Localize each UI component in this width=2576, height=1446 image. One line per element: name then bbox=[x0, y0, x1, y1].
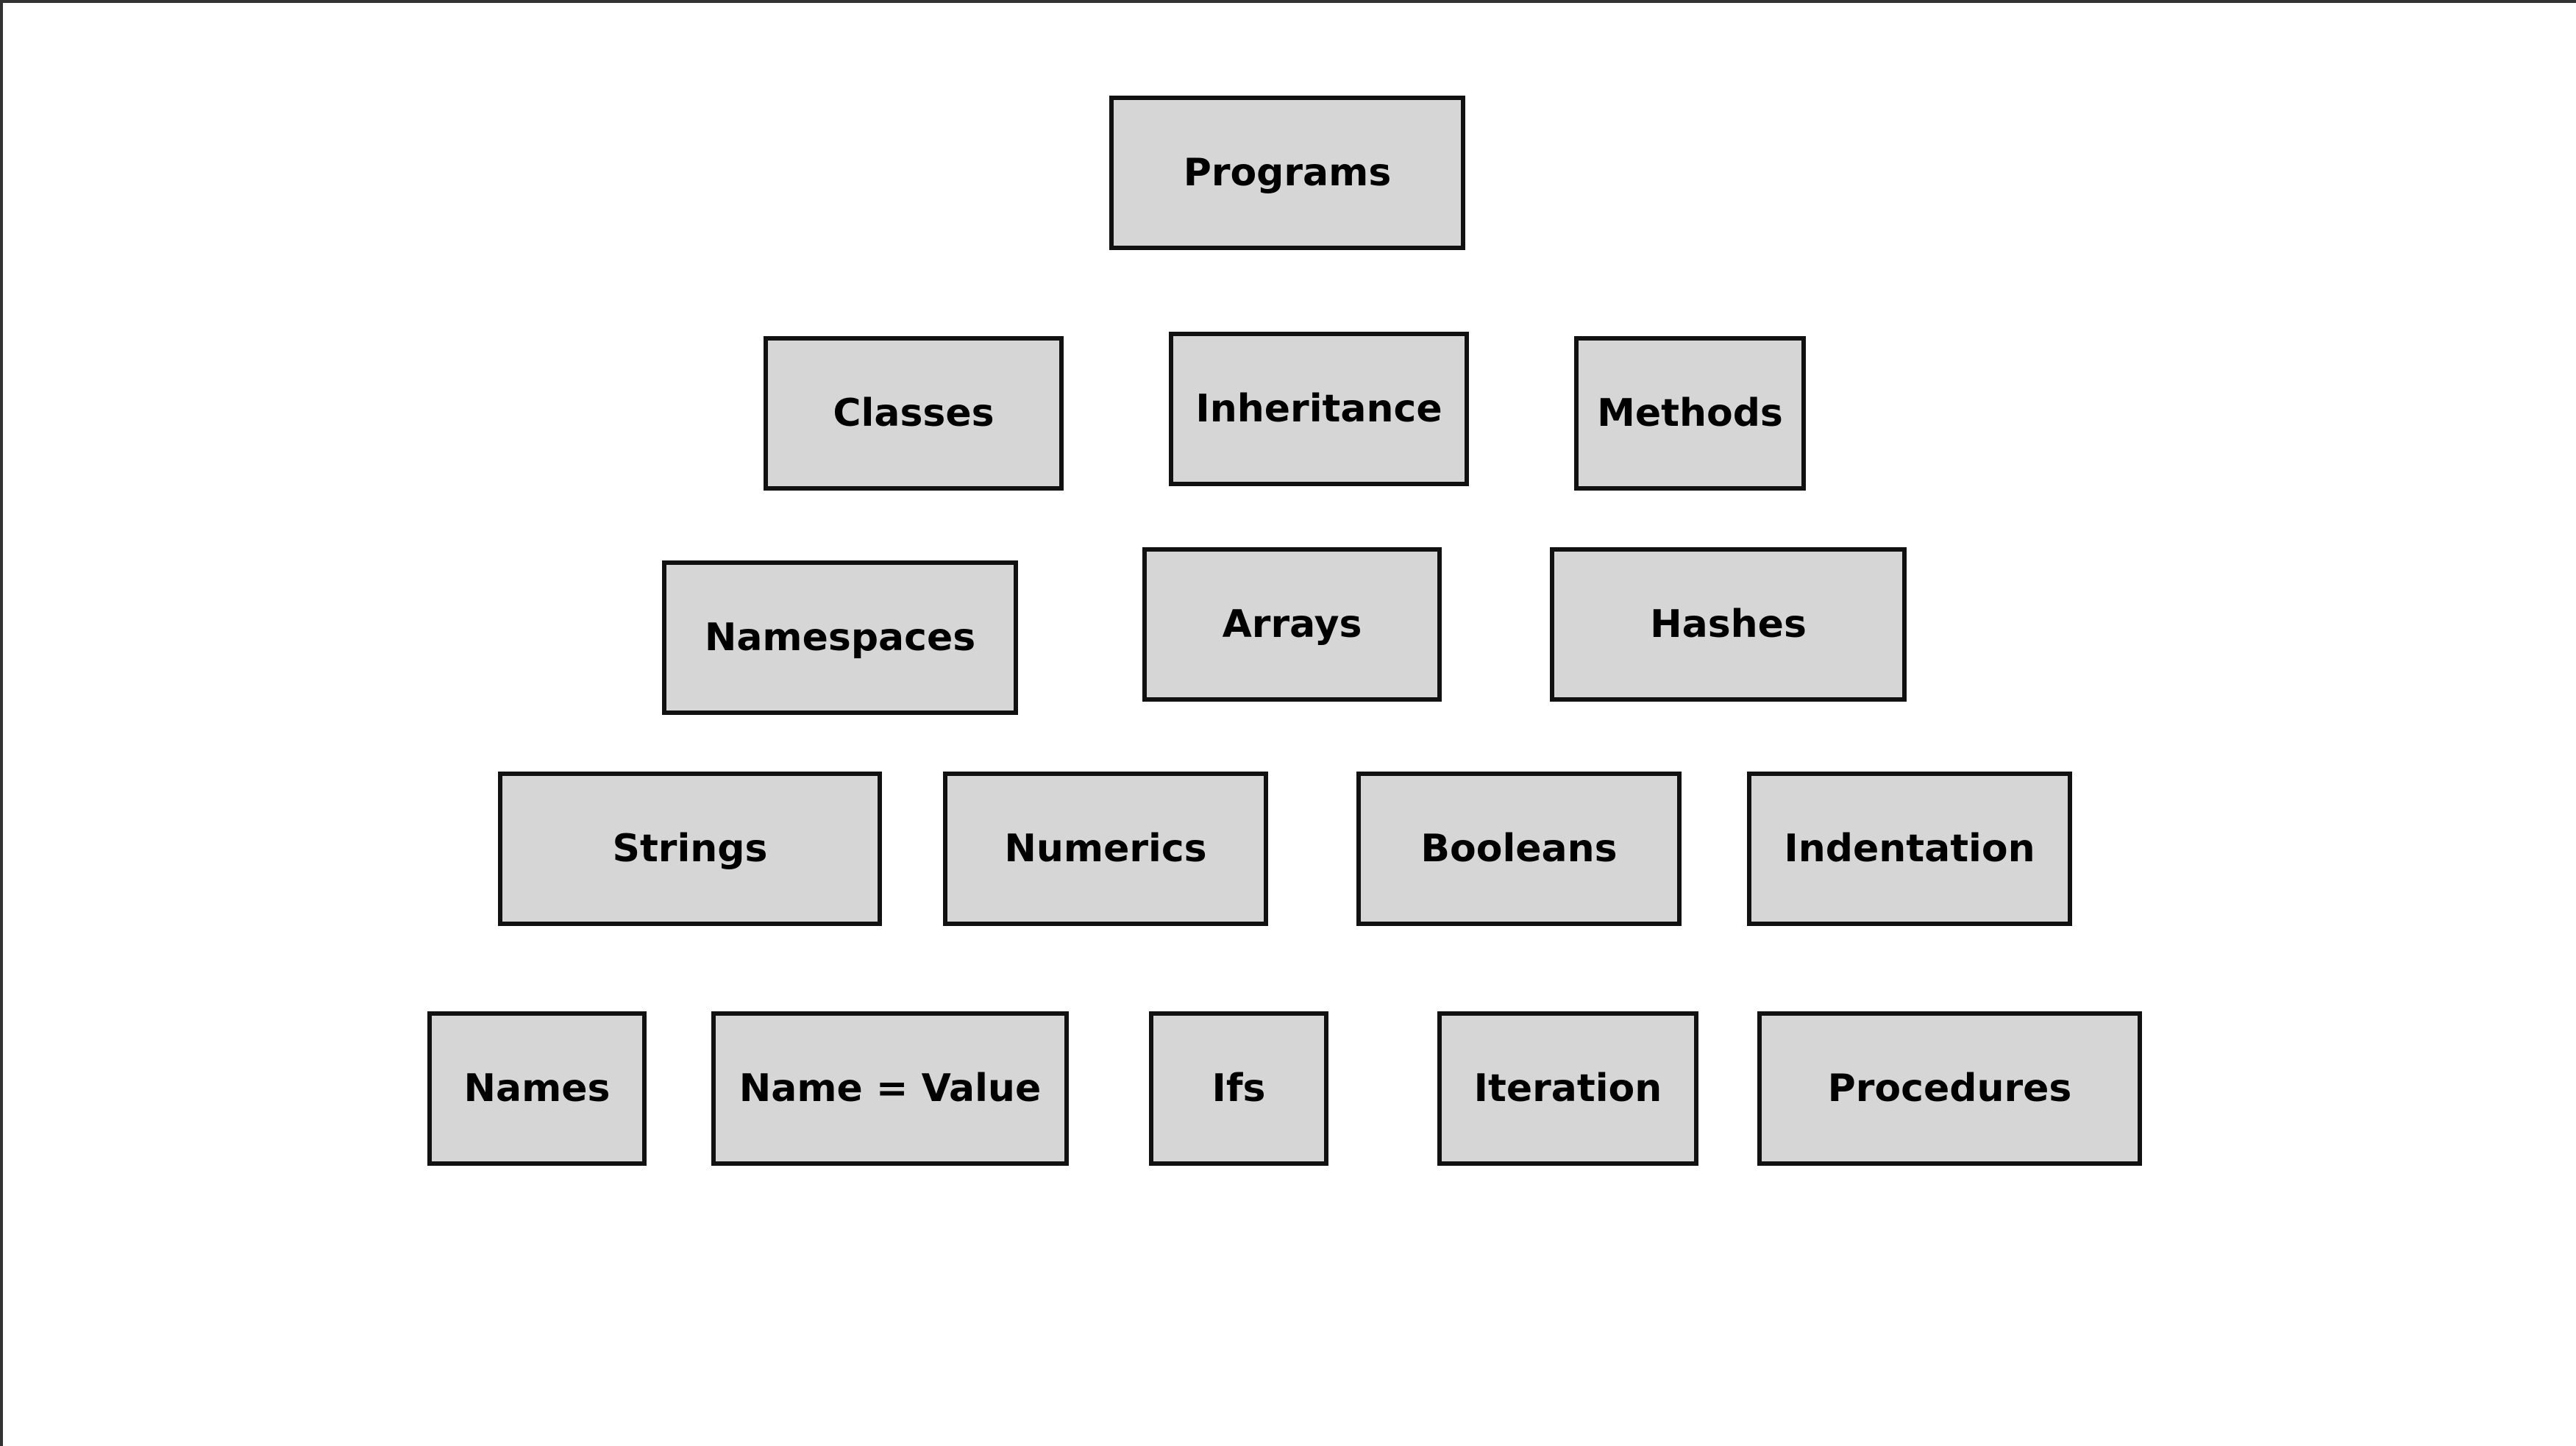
box-arrays: Arrays bbox=[1142, 547, 1442, 702]
box-name-value: Name = Value bbox=[711, 1011, 1069, 1166]
box-namespaces: Namespaces bbox=[662, 560, 1018, 715]
box-ifs: Ifs bbox=[1149, 1011, 1328, 1166]
box-numerics: Numerics bbox=[943, 772, 1268, 926]
box-names: Names bbox=[427, 1011, 647, 1166]
box-hashes: Hashes bbox=[1550, 547, 1907, 702]
box-indentation: Indentation bbox=[1747, 772, 2072, 926]
box-programs: Programs bbox=[1109, 96, 1465, 250]
box-strings: Strings bbox=[498, 772, 882, 926]
box-iteration: Iteration bbox=[1437, 1011, 1698, 1166]
box-booleans: Booleans bbox=[1356, 772, 1682, 926]
box-inheritance: Inheritance bbox=[1169, 332, 1469, 486]
box-procedures: Procedures bbox=[1757, 1011, 2142, 1166]
box-classes: Classes bbox=[764, 336, 1064, 491]
box-methods: Methods bbox=[1574, 336, 1806, 491]
